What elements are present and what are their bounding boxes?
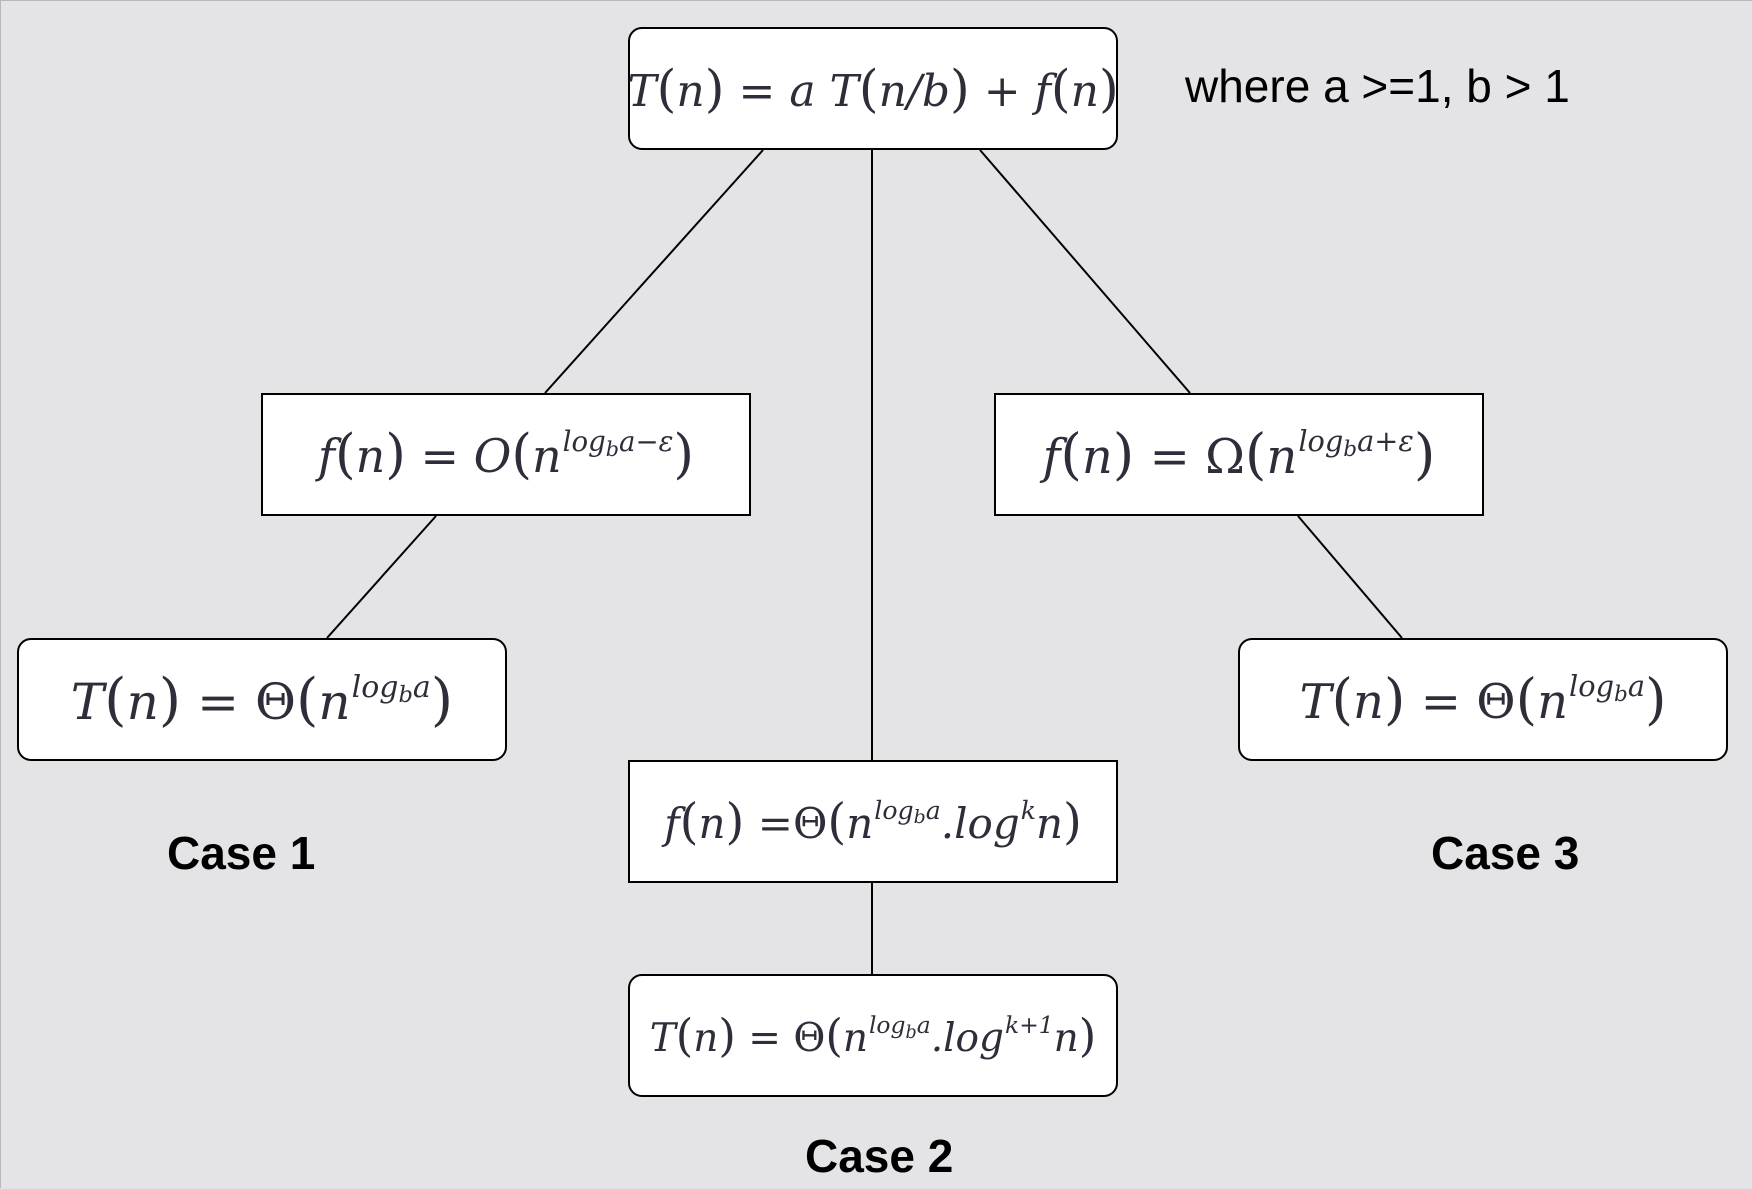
case2-condition-node: f(n) =Θ(nlogba.logkn)	[628, 760, 1118, 883]
case1-condition-formula: f(n) = O(nlogba−ε)	[317, 424, 695, 485]
case1-result-node: T(n) = Θ(nlogba)	[17, 638, 507, 761]
condition-note: where a >=1, b > 1	[1185, 60, 1570, 112]
case3-result-formula: T(n) = Θ(nlogba)	[1299, 667, 1667, 732]
edge-root-case1	[544, 149, 764, 394]
case2-label: Case 2	[805, 1130, 954, 1182]
case3-label: Case 3	[1431, 827, 1580, 879]
case3-condition-formula: f(n) = Ω(nlogba+ε)	[1042, 422, 1436, 487]
edge-case1-cond-res	[326, 515, 437, 639]
case3-result-node: T(n) = Θ(nlogba)	[1238, 638, 1728, 761]
root-recurrence-node: T(n) = a T(n/b) + f(n)	[627, 27, 1119, 150]
case1-label: Case 1	[167, 827, 316, 879]
case2-result-node: T(n) = Θ(nlogba.logk+1n)	[628, 974, 1118, 1097]
edge-case3-cond-res	[1297, 515, 1403, 639]
case3-condition-node: f(n) = Ω(nlogba+ε)	[994, 393, 1484, 516]
case2-condition-formula: f(n) =Θ(nlogba.logkn)	[664, 793, 1082, 850]
edge-root-case3	[979, 149, 1191, 394]
root-formula: T(n) = a T(n/b) + f(n)	[627, 59, 1119, 118]
case1-result-formula: T(n) = Θ(nlogba)	[70, 666, 454, 733]
case2-result-formula: T(n) = Θ(nlogba.logk+1n)	[649, 1009, 1097, 1062]
case1-condition-node: f(n) = O(nlogba−ε)	[261, 393, 751, 516]
